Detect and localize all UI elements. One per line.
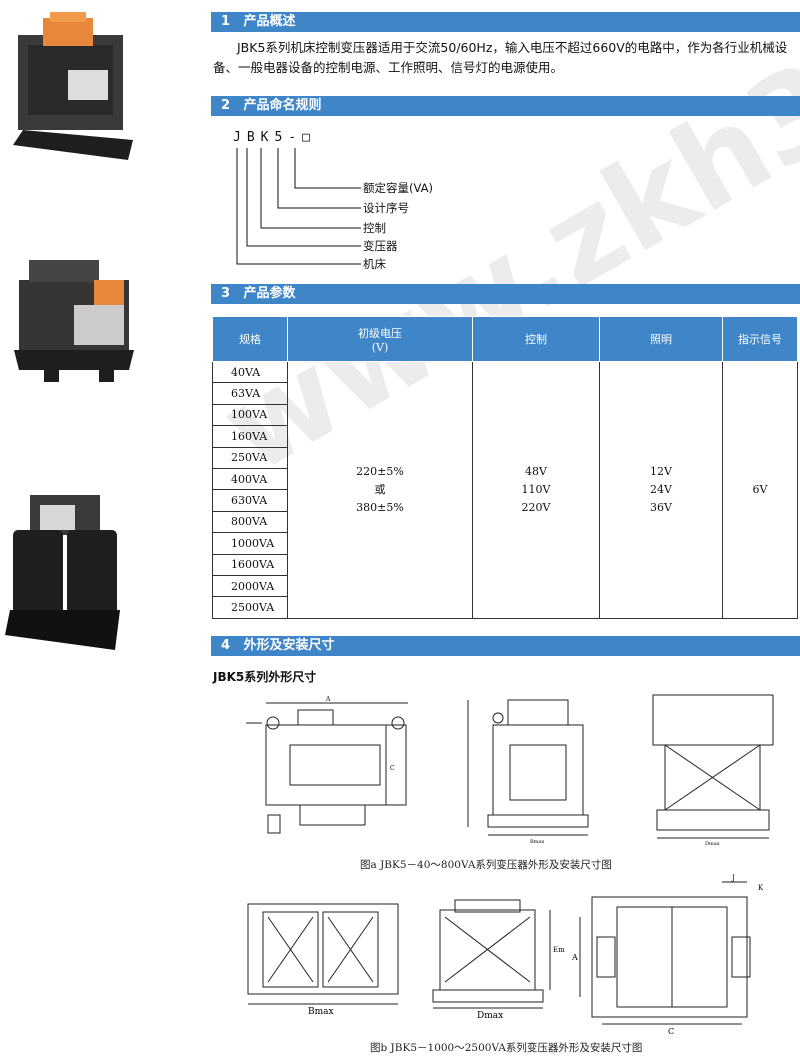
- figure-b-top-view: A C J K: [572, 874, 764, 1036]
- product-photo-large: [5, 495, 120, 650]
- dimensions-subtitle: JBK5系列外形尺寸: [213, 670, 317, 684]
- spec-cell: 1600VA: [212, 553, 288, 576]
- figure-a-front-view: A C: [246, 696, 408, 834]
- section-header-overview: 1 产品概述: [211, 12, 800, 32]
- spec-cell: 2000VA: [212, 574, 288, 598]
- section-header-params: 3 产品参数: [211, 284, 800, 304]
- dim-label-j: J: [731, 874, 735, 882]
- naming-label-control: 控制: [363, 221, 386, 235]
- dim-label-bmax-b: Bmax: [308, 1007, 334, 1017]
- naming-label-capacity: 额定容量(VA): [363, 181, 433, 195]
- table-row: 2500VA: [212, 596, 798, 619]
- section-title: 外形及安装尺寸: [243, 638, 335, 653]
- primary-unit: (V): [371, 340, 389, 354]
- primary-cell-line: 220±5%: [356, 464, 404, 478]
- figure-b-side-view: Dmax Emax: [432, 899, 565, 1021]
- figure-b-caption: 图b JBK5－1000～2500VA系列变压器外形及安装尺寸图: [370, 1042, 643, 1054]
- control-cell-line: 220V: [521, 500, 551, 514]
- spec-cell: 400VA: [212, 467, 288, 491]
- figure-a-caption: 图a JBK5－40～800VA系列变压器外形及安装尺寸图: [360, 859, 612, 871]
- overview-text: JBK5系列机床控制变压器适用于交流50/60Hz，输入电压不超过660V的电路…: [213, 40, 788, 75]
- control-cell-line: 48V: [525, 464, 547, 478]
- figure-a-side-view: Bmax: [467, 699, 589, 845]
- section-title: 产品参数: [243, 286, 296, 301]
- primary-cell-line: 380±5%: [356, 500, 404, 514]
- figure-a-top-view: Dmax: [652, 694, 774, 845]
- section-number: 2: [221, 98, 231, 113]
- spec-cell: 1000VA: [212, 532, 288, 555]
- spec-cell: 250VA: [212, 446, 288, 469]
- naming-label-machine: 机床: [363, 257, 386, 271]
- section-number: 4: [221, 638, 231, 653]
- lighting-cell-line: 12V: [650, 464, 672, 478]
- table-row: 63VA: [212, 382, 798, 405]
- lighting-cell: 12V 24V 36V: [599, 361, 723, 619]
- dim-label-c-b: C: [668, 1027, 674, 1036]
- product-photo-column: [0, 0, 200, 1062]
- primary-label: 初级电压: [358, 326, 402, 340]
- section-number: 3: [221, 286, 231, 301]
- dim-label-c: C: [390, 765, 395, 772]
- product-photo-medium: [14, 260, 134, 382]
- parameter-table-body: 40VA 220±5% 或 380±5% 48V 110V 220V 12V 24V 36V 6V 6…: [212, 360, 798, 619]
- lighting-cell-line: 36V: [650, 500, 672, 514]
- dim-label-dmax-b: Dmax: [477, 1011, 503, 1021]
- primary-cell: 220±5% 或 380±5%: [287, 361, 473, 619]
- spec-cell: 2500VA: [212, 596, 288, 619]
- product-photo-small: [13, 12, 133, 160]
- spec-cell: 40VA: [212, 360, 288, 384]
- col-header-lighting: 照明: [599, 316, 723, 362]
- parameter-table: 规格 初级电压 (V) 控制 照明 指示信号 40VA 220±5% 或 380±5%…: [212, 316, 798, 619]
- naming-label-transformer: 变压器: [363, 239, 398, 253]
- section-title: 产品概述: [243, 14, 296, 29]
- table-row: 630VA: [212, 489, 798, 512]
- dim-label-a-b: A: [572, 953, 578, 962]
- spec-cell: 630VA: [212, 489, 288, 512]
- spec-cell: 100VA: [212, 403, 288, 427]
- spec-cell: 160VA: [212, 425, 288, 448]
- col-header-signal: 指示信号: [722, 316, 798, 362]
- figure-b-front-view: Bmax: [247, 903, 399, 1017]
- model-code: JBK5-□: [233, 130, 316, 145]
- col-header-spec: 规格: [212, 316, 288, 362]
- section-header-naming: 2 产品命名规则: [211, 96, 800, 116]
- naming-leader-lines: [236, 148, 361, 265]
- section-title: 产品命名规则: [243, 98, 322, 113]
- control-cell-line: 110V: [521, 482, 551, 496]
- table-row: 2000VA: [212, 574, 798, 598]
- dim-label-k: K: [758, 884, 764, 892]
- dim-label-dmax-a: Dmax: [705, 841, 720, 845]
- signal-cell: 6V: [722, 361, 798, 619]
- table-row: 1600VA: [212, 553, 798, 576]
- table-row: 40VA 220±5% 或 380±5% 48V 110V 220V 12V 24V 36V 6V: [212, 360, 798, 619]
- control-cell: 48V 110V 220V: [472, 361, 600, 619]
- col-header-control: 控制: [472, 316, 600, 362]
- dim-label-a: A: [325, 696, 331, 703]
- dim-label-emax: Emax: [553, 946, 565, 954]
- lighting-cell-line: 24V: [650, 482, 672, 496]
- col-header-primary: 初级电压 (V): [287, 316, 473, 362]
- spec-cell: 63VA: [212, 382, 288, 405]
- section-header-dimensions: 4 外形及安装尺寸: [211, 636, 800, 656]
- section-number: 1: [221, 14, 231, 29]
- spec-cell: 800VA: [212, 510, 288, 534]
- primary-cell-line: 或: [374, 482, 386, 496]
- dim-label-bmax-a: Bmax: [530, 839, 544, 845]
- naming-rule-diagram: JBK5-□ 额定容量(VA) 设计序号 控制 变压器 机床: [225, 130, 525, 280]
- table-row: 400VA: [212, 467, 798, 491]
- naming-label-design-no: 设计序号: [363, 201, 409, 215]
